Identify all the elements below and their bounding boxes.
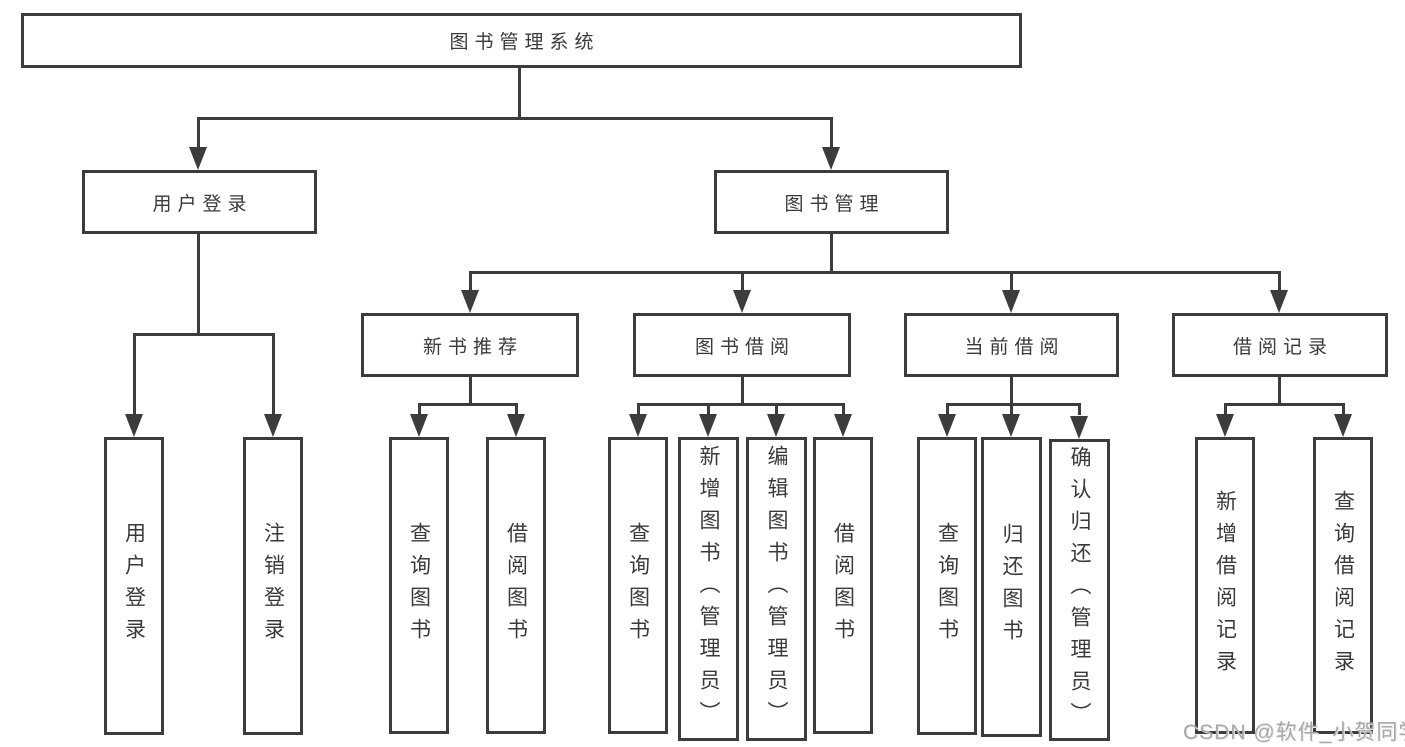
node-label: 图书借阅 <box>694 336 795 358</box>
connector-line <box>946 403 949 415</box>
node-user-login: 用户登录 <box>82 170 317 234</box>
connector-line <box>707 403 710 415</box>
node-borrow-records: 借阅记录 <box>1172 313 1388 377</box>
leaf-label: 注销登录 <box>261 522 285 650</box>
connector-line <box>1224 403 1227 415</box>
arrow-down-icon <box>125 414 143 437</box>
connector-line <box>741 271 744 291</box>
arrow-down-icon <box>1334 414 1352 437</box>
leaf-label: 新增借阅记录 <box>1213 489 1237 682</box>
node-book-management: 图书管理 <box>714 170 949 234</box>
connector-line <box>830 234 833 274</box>
arrow-down-icon <box>507 414 525 437</box>
leaf-add-borrow-record: 新增借阅记录 <box>1195 437 1255 734</box>
arrow-down-icon <box>1270 290 1288 313</box>
node-label: 图书管理系统 <box>449 32 600 53</box>
arrow-down-icon <box>733 290 751 313</box>
connector-line <box>830 117 833 149</box>
leaf-label: 借阅图书 <box>504 521 528 650</box>
arrow-down-icon <box>1002 290 1020 313</box>
connector-line <box>518 68 521 120</box>
arrow-down-icon <box>1216 414 1234 437</box>
node-label: 新书推荐 <box>422 336 523 358</box>
connector-line <box>197 234 200 335</box>
arrow-down-icon <box>822 147 840 170</box>
node-label: 图书管理 <box>784 193 885 215</box>
leaf-label: 编辑图书（管理员） <box>765 445 788 733</box>
leaf-label: 确认归还（管理员） <box>1068 446 1091 734</box>
connector-line <box>133 333 275 336</box>
leaf-newbooks-borrow-books: 借阅图书 <box>486 437 546 734</box>
connector-line <box>418 403 421 415</box>
connector-line <box>133 333 136 414</box>
node-new-book-recommend: 新书推荐 <box>361 313 579 377</box>
connector-line <box>1078 403 1081 415</box>
connector-line <box>1278 377 1281 406</box>
arrow-down-icon <box>189 147 207 170</box>
connector-line <box>469 271 472 291</box>
connector-line <box>197 117 833 120</box>
arrow-down-icon <box>699 414 717 437</box>
csdn-watermark: CSDN @软件_小贺同学 <box>1183 721 1405 744</box>
connector-line <box>469 271 1281 274</box>
node-label: 用户登录 <box>152 193 253 215</box>
leaf-user-login: 用户登录 <box>104 437 164 735</box>
arrow-down-icon <box>938 414 956 437</box>
connector-line <box>637 403 640 415</box>
connector-line <box>418 403 518 406</box>
connector-line <box>469 377 472 406</box>
arrow-down-icon <box>767 414 785 437</box>
leaf-logout: 注销登录 <box>243 437 303 735</box>
connector-line <box>1278 271 1281 291</box>
arrow-down-icon <box>461 290 479 313</box>
connector-line <box>946 403 1081 406</box>
leaf-label: 用户登录 <box>122 522 146 650</box>
node-label: 借阅记录 <box>1232 336 1333 358</box>
leaf-newbooks-query-books: 查询图书 <box>389 437 449 734</box>
leaf-return-books: 归还图书 <box>981 437 1042 737</box>
arrow-down-icon <box>1070 416 1088 439</box>
leaf-borrow-borrow-books: 借阅图书 <box>813 437 873 734</box>
leaf-confirm-return-admin: 确认归还（管理员） <box>1049 439 1110 741</box>
connector-line <box>1010 377 1013 406</box>
connector-line <box>1342 403 1345 415</box>
connector-line <box>1224 403 1345 406</box>
connector-line <box>1010 271 1013 291</box>
leaf-label: 查询图书 <box>407 521 431 650</box>
leaf-query-borrow-record: 查询借阅记录 <box>1313 437 1373 734</box>
leaf-label: 查询图书 <box>626 521 650 650</box>
arrow-down-icon <box>629 414 647 437</box>
connector-line <box>1010 403 1013 415</box>
connector-line <box>637 403 845 406</box>
node-label: 当前借阅 <box>964 336 1065 358</box>
arrow-down-icon <box>1002 414 1020 437</box>
node-library-system: 图书管理系统 <box>21 13 1022 68</box>
connector-line <box>515 403 518 415</box>
leaf-edit-books-admin: 编辑图书（管理员） <box>746 437 807 741</box>
arrow-down-icon <box>410 414 428 437</box>
node-book-borrow: 图书借阅 <box>633 313 851 377</box>
arrow-down-icon <box>834 414 852 437</box>
leaf-label: 新增图书（管理员） <box>697 445 720 733</box>
leaf-label: 归还图书 <box>1000 523 1023 651</box>
connector-line <box>272 333 275 414</box>
connector-line <box>775 403 778 415</box>
leaf-borrow-query-books: 查询图书 <box>608 437 668 734</box>
connector-line <box>197 117 200 149</box>
node-current-borrow: 当前借阅 <box>904 313 1119 377</box>
connector-line <box>741 377 744 406</box>
leaf-label: 查询图书 <box>935 522 959 650</box>
connector-line <box>842 403 845 415</box>
leaf-label: 查询借阅记录 <box>1331 489 1355 682</box>
leaf-current-query-books: 查询图书 <box>917 437 977 735</box>
leaf-add-books-admin: 新增图书（管理员） <box>678 437 739 741</box>
leaf-label: 借阅图书 <box>831 521 855 650</box>
arrow-down-icon <box>264 414 282 437</box>
